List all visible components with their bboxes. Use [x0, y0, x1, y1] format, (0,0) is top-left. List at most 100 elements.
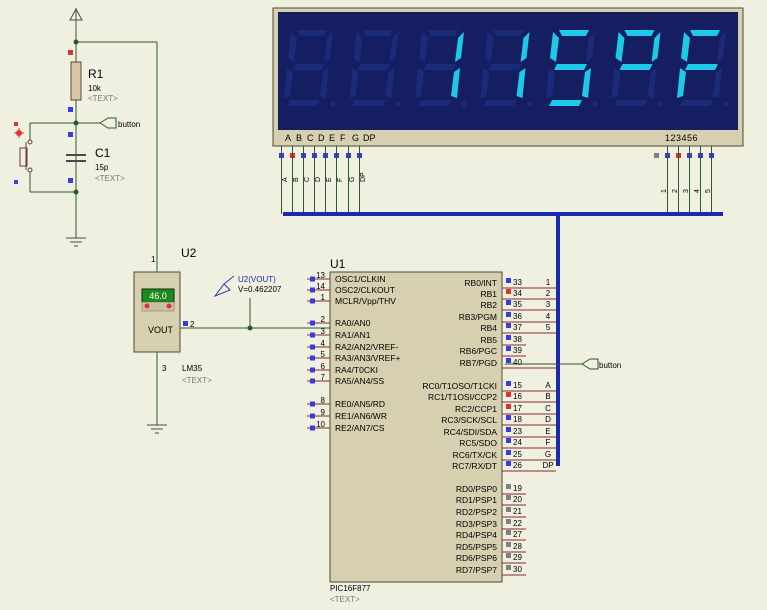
c1-capacitor[interactable]	[66, 154, 86, 162]
pin-number: 6	[321, 362, 326, 371]
net-label: A	[545, 381, 551, 390]
pin-marker	[310, 344, 315, 350]
pin-number: 5	[321, 350, 326, 359]
segment-g	[357, 64, 391, 70]
net-label: 1	[546, 278, 551, 287]
pin-name: RD6/PSP6	[456, 553, 497, 563]
display-digit	[284, 30, 336, 107]
voltage-probe[interactable]	[213, 275, 235, 298]
segment-a	[362, 30, 393, 36]
pin-name: RE2/AN7/CS	[335, 423, 385, 433]
u2-decrease-icon[interactable]	[144, 303, 150, 309]
rb7-button-terminal[interactable]	[581, 358, 599, 370]
pin-name: RC0/T1OSO/T1CKI	[422, 381, 497, 391]
button-terminal-label: button	[118, 120, 140, 129]
pin-marker	[506, 415, 511, 420]
c1-value: 15p	[95, 163, 109, 172]
u2-ref: U2	[181, 246, 197, 260]
u2-pin1-number: 1	[151, 255, 156, 264]
push-button-switch[interactable]	[14, 122, 76, 193]
net-label: C	[545, 404, 551, 413]
power-terminal[interactable]	[69, 7, 83, 42]
segment-c	[713, 68, 722, 98]
pin-marker	[506, 392, 511, 397]
pin-marker	[506, 484, 511, 489]
segment-c	[516, 68, 526, 98]
pin-marker	[506, 495, 511, 500]
u1-pin-left[interactable]: 3 RA1/AN1	[307, 327, 371, 340]
segment-a	[428, 30, 458, 36]
pin-marker	[310, 378, 315, 384]
pin-number: 13	[316, 271, 325, 280]
pin-name: RB0/INT	[464, 278, 497, 288]
segment-f	[353, 32, 363, 62]
u2-text-tag: <TEXT>	[182, 376, 212, 385]
r1-resistor[interactable]	[70, 61, 82, 101]
u1-ref: U1	[330, 257, 346, 271]
pin-number: 3	[321, 327, 326, 336]
r1-ref: R1	[88, 67, 104, 81]
segment-pin-name: C	[304, 177, 311, 182]
pin-name: RA5/AN4/SS	[335, 376, 384, 386]
pin-marker	[68, 132, 73, 137]
pin-marker	[14, 122, 18, 126]
pin-name: RA0/AN0	[335, 318, 371, 328]
segment-a	[559, 30, 589, 36]
pin-name: RB2	[480, 300, 497, 310]
segment-d	[352, 100, 386, 106]
pin-number: 40	[513, 358, 522, 367]
pin-name: RA1/AN1	[335, 330, 371, 340]
display-digit	[349, 30, 401, 107]
segment-d	[287, 100, 320, 106]
u2-lm35-sensor[interactable]: 46.0 VOUT	[133, 271, 181, 353]
u2-increase-icon[interactable]	[166, 303, 172, 309]
segment-label: A	[285, 133, 291, 143]
u2-pin3-number: 3	[162, 364, 167, 373]
seven-segment-display[interactable]	[272, 7, 744, 147]
pin-name: RB5	[480, 335, 497, 345]
pin-name: OSC2/CLKOUT	[335, 285, 395, 295]
segment-d	[549, 100, 582, 106]
button-terminal[interactable]	[99, 117, 117, 129]
net-label: B	[545, 392, 550, 401]
